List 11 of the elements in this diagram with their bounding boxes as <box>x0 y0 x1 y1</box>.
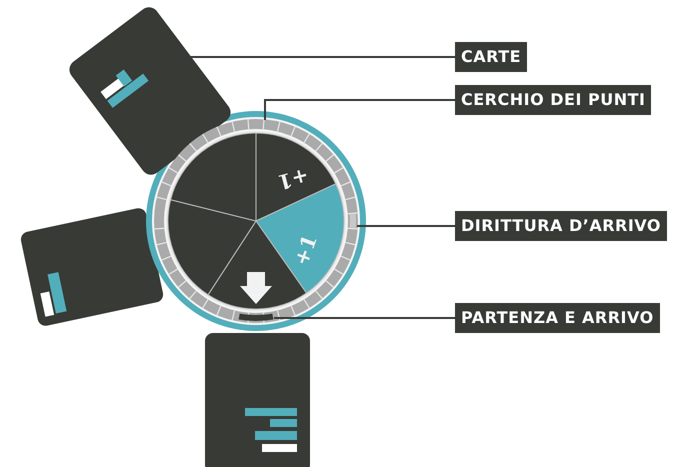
leader-line <box>357 225 455 227</box>
leader-line <box>264 99 455 120</box>
ring-segment <box>238 314 274 321</box>
callout-label: CERCHIO DEI PUNTI <box>455 85 652 115</box>
bonus-text: +1 <box>275 163 312 195</box>
leader-line <box>274 317 455 319</box>
callout-label: CARTE <box>455 42 528 72</box>
callout-label: PARTENZA E ARRIVO <box>455 303 660 333</box>
callout-label: DIRITTURA D’ARRIVO <box>455 211 668 241</box>
ring-segment <box>350 214 356 228</box>
bonus-text: +1 <box>288 231 322 269</box>
